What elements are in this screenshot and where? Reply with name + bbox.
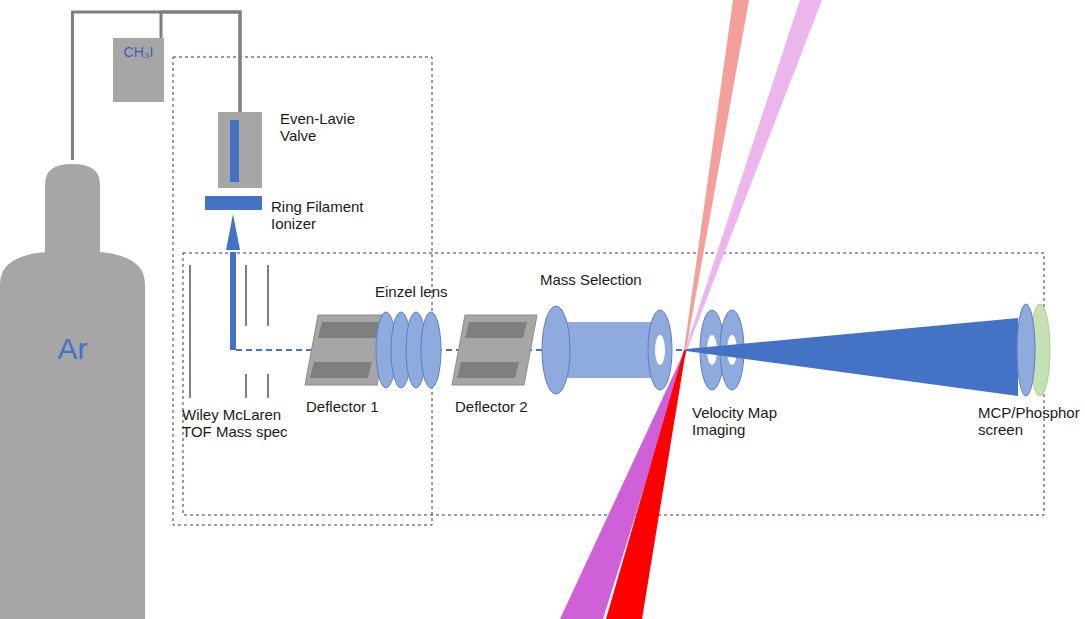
part-label: Mass Selection bbox=[540, 271, 660, 288]
ground-plate bbox=[267, 265, 269, 326]
sample-name: CH₃I bbox=[113, 38, 164, 60]
part-label: Ring Filament Ionizer bbox=[271, 198, 375, 233]
beamline-region bbox=[183, 253, 1044, 515]
laser-beam bbox=[685, 0, 822, 350]
deflector-plate bbox=[310, 362, 372, 378]
pulsed-valve: Even-Lavie Valve bbox=[218, 112, 262, 188]
sample-reservoir: CH₃I bbox=[113, 38, 164, 102]
lens-element bbox=[421, 312, 441, 388]
part-label: Einzel lens bbox=[375, 283, 475, 300]
laser-beam bbox=[684, 0, 749, 350]
gas-line bbox=[161, 12, 240, 112]
part-label: Velocity Map Imaging bbox=[692, 404, 796, 439]
ring-aperture bbox=[655, 335, 665, 365]
deflector-plate bbox=[457, 362, 519, 378]
part-label: MCP/Phosphor screen bbox=[978, 404, 1082, 439]
part-label: Deflector 2 bbox=[455, 398, 555, 415]
repeller-plate bbox=[189, 265, 191, 398]
part-label: Deflector 1 bbox=[306, 398, 406, 415]
deflector-body bbox=[452, 315, 537, 385]
mcp-plate bbox=[1017, 304, 1035, 396]
laser-beam bbox=[560, 350, 687, 619]
valve-nozzle bbox=[230, 120, 239, 182]
valve-label: Even-Lavie Valve bbox=[280, 110, 372, 145]
cylinder-outline bbox=[0, 160, 145, 619]
ion-beam bbox=[230, 252, 236, 350]
mass-gate-ring bbox=[648, 310, 672, 390]
extractor-plate bbox=[245, 374, 247, 398]
ion-cone bbox=[226, 214, 240, 250]
gas-cylinder: Ar bbox=[0, 160, 145, 619]
gas-line bbox=[73, 12, 241, 160]
part-label: Wiley McLaren TOF Mass spec bbox=[182, 406, 310, 441]
laser-beam bbox=[606, 350, 686, 619]
gas-name: Ar bbox=[0, 332, 145, 367]
mass-gate-ring bbox=[542, 306, 570, 394]
product-cone bbox=[686, 318, 1018, 396]
ring-filament bbox=[205, 196, 262, 210]
deflector-plate bbox=[465, 322, 527, 338]
ground-plate bbox=[267, 374, 269, 398]
cylinder-body bbox=[0, 164, 145, 619]
deflector-plate bbox=[318, 322, 380, 338]
extractor-plate bbox=[245, 265, 247, 326]
mass-gate-tube bbox=[556, 322, 660, 378]
